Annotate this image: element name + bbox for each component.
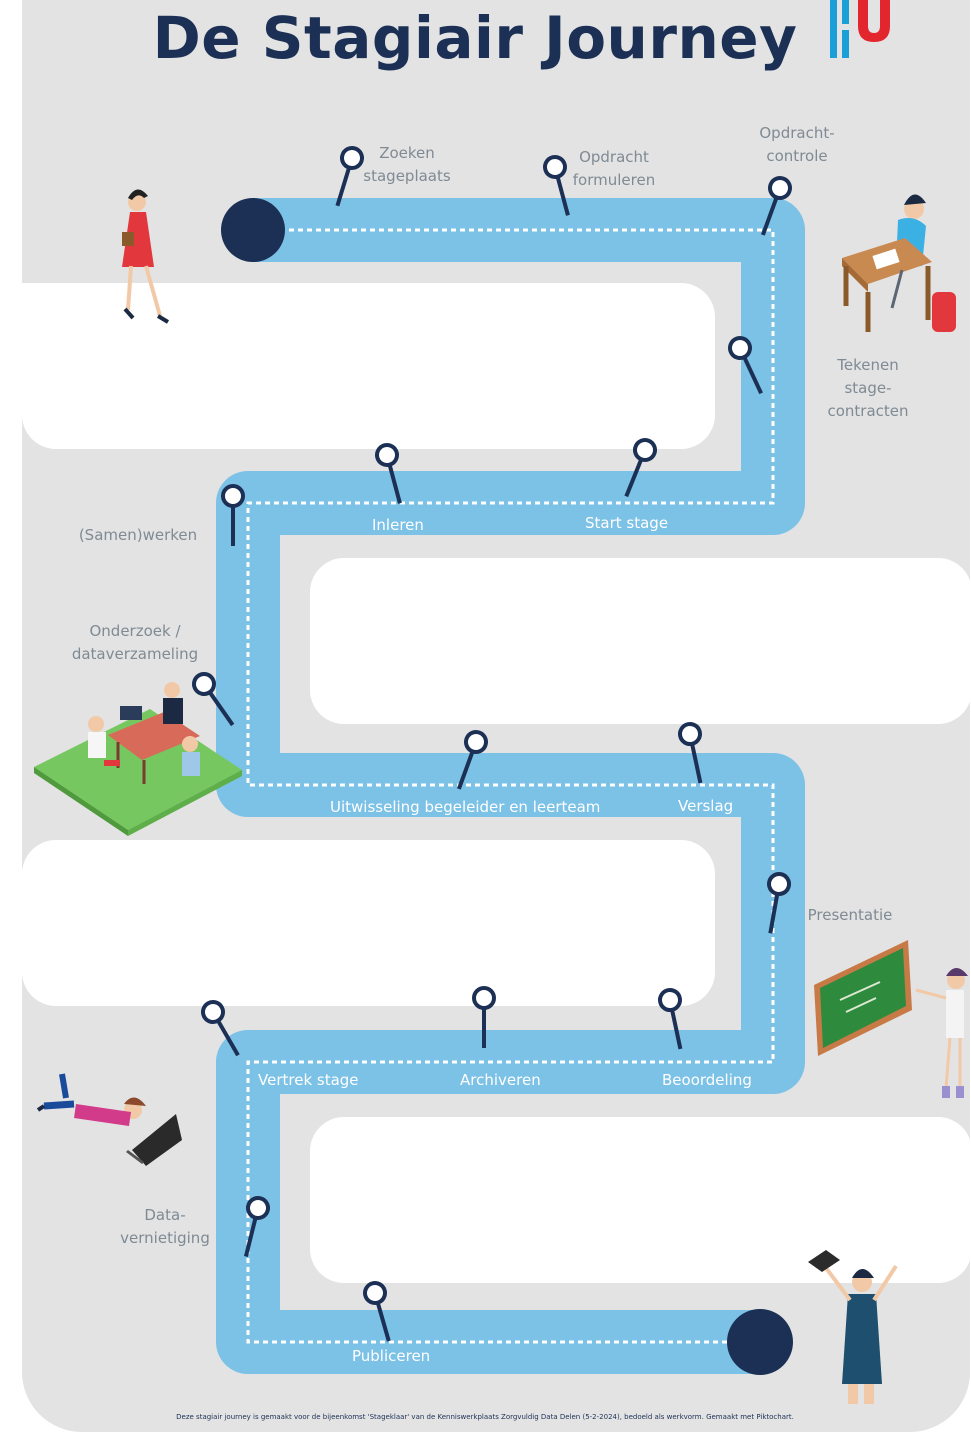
pin-start-stage: [624, 438, 657, 498]
hu-logo: [830, 0, 890, 58]
end-dot: [727, 1309, 793, 1375]
student-with-laptop-illustration: [36, 1073, 182, 1166]
road-label-vertrek-stage: Vertrek stage: [258, 1071, 359, 1089]
step-label-samenwerken: (Samen)werken: [78, 526, 198, 544]
pin-zoeken: [335, 146, 364, 207]
pin-opdracht-formuleren: [543, 155, 570, 216]
road-label-verslag: Verslag: [678, 797, 734, 815]
road-label-archiveren: Archiveren: [460, 1071, 541, 1089]
white-band-1: [22, 283, 715, 449]
footnote: Deze stagiair journey is gemaakt voor de…: [176, 1413, 794, 1421]
step-label-opdrachtcontrole: Opdracht-controle: [759, 124, 835, 165]
graduate-illustration: [808, 1250, 898, 1404]
road-label-publiceren: Publiceren: [352, 1347, 431, 1365]
step-label-datavernietiging: Data-vernietiging: [120, 1206, 210, 1247]
student-at-desk-illustration: [842, 194, 956, 332]
start-dot: [221, 198, 285, 262]
pin-opdrachtcontrole: [761, 176, 792, 236]
pin-samenwerken: [221, 484, 245, 546]
page-title: De Stagiair Journey: [152, 4, 798, 72]
road-label-uitwisseling: Uitwisseling begeleider en leerteam: [330, 798, 601, 816]
road-label-start-stage: Start stage: [585, 514, 669, 532]
walking-student-illustration: [122, 189, 170, 324]
pin-beoordeling: [658, 988, 683, 1050]
white-band-2: [310, 558, 971, 724]
presenter-at-chalkboard-illustration: [814, 940, 968, 1098]
road-label-inleren: Inleren: [372, 516, 424, 534]
pin-verslag: [678, 722, 703, 784]
pin-uitwisseling: [457, 730, 488, 790]
team-meeting-illustration: [34, 682, 242, 836]
white-band-3: [22, 840, 715, 1006]
pin-onderzoek: [192, 672, 235, 727]
step-label-presentatie: Presentatie: [807, 906, 893, 924]
pin-tekenen: [728, 336, 763, 395]
pin-vertrek-stage: [201, 1000, 240, 1057]
pin-inleren: [375, 443, 402, 504]
pin-publiceren: [363, 1281, 391, 1342]
road-label-beoordeling: Beoordeling: [662, 1071, 752, 1089]
white-band-4: [310, 1117, 971, 1283]
pin-archiveren: [472, 986, 496, 1048]
step-label-onderzoek: Onderzoek /dataverzameling: [71, 622, 199, 663]
pin-presentatie: [767, 872, 791, 934]
pin-datavernietiging: [243, 1196, 270, 1257]
